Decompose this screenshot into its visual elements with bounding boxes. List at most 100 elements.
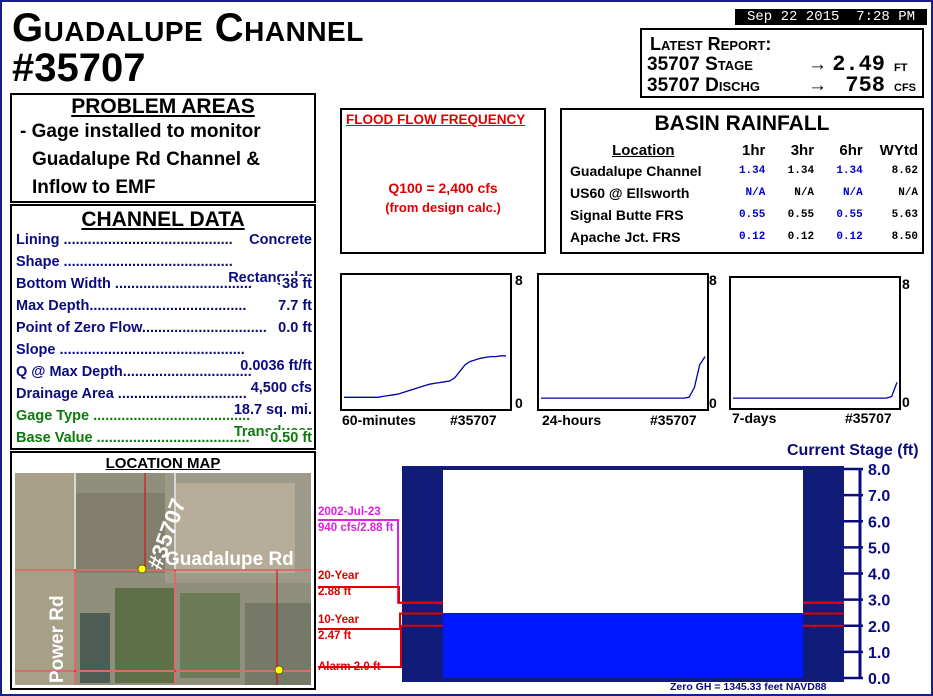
flood-frequency-panel: FLOOD FLOW FREQUENCY Q100 = 2,400 cfs (f… <box>340 108 546 254</box>
channel-data-panel: CHANNEL DATA Lining ....................… <box>10 204 316 450</box>
col-6hr: 6hr <box>839 141 863 159</box>
chart-24-y-top: 8 <box>709 272 717 288</box>
table-row: Apache Jct. FRS 0.12 0.12 0.12 8.50 <box>566 226 922 248</box>
rain-location: US60 @ Ellsworth <box>570 185 690 201</box>
annotation-20yr-title: 20-Year <box>318 570 359 582</box>
chart-7-y-bottom: 0 <box>902 394 910 410</box>
chart-svg-0 <box>344 355 506 398</box>
zero-gage-height-note: Zero GH = 1345.33 feet NAVD88 <box>670 681 827 693</box>
alarm-marker-icon[interactable] <box>274 665 284 675</box>
chart-60-station: #35707 <box>450 412 497 428</box>
rain-location: Apache Jct. FRS <box>570 229 681 245</box>
channel-row-drainage: Drainage Area ..........................… <box>16 386 312 418</box>
row-label: Lining .................................… <box>16 232 233 248</box>
annotation-leader <box>318 624 443 668</box>
row-value: 4,500 cfs <box>248 380 312 396</box>
col-1hr: 1hr <box>742 141 766 159</box>
stage-tick-label: 2.0 <box>868 619 890 636</box>
current-stage-gauge: 0.01.02.03.04.05.06.07.08.0 <box>318 462 890 687</box>
channel-row-slope: Slope ..................................… <box>16 342 312 374</box>
col-wytd: WYtd <box>879 141 918 159</box>
row-value: 0.0036 ft/ft <box>238 358 312 374</box>
rainfall-table: Location 1hr 3hr 6hr WYtd Guadalupe Chan… <box>566 140 922 248</box>
row-label: Drainage Area ..........................… <box>16 386 247 402</box>
series-line <box>541 356 706 399</box>
stage-annotation-line <box>318 624 844 668</box>
channel-row-zero-flow: Point of Zero Flow......................… <box>16 320 312 336</box>
series-line <box>344 355 506 398</box>
gage-marker-icon[interactable] <box>137 564 147 574</box>
series-line <box>733 382 898 399</box>
row-label: Slope ..................................… <box>16 342 245 358</box>
annotation-record-value: 940 cfs/2.88 ft <box>318 522 394 534</box>
discharge-label: 35707 Dischg <box>647 75 761 96</box>
report-datetime: Sep 22 2015 7:28 PM <box>735 9 927 25</box>
row-label: Shape ..................................… <box>16 254 233 270</box>
stage-value: 2.49 <box>832 52 885 77</box>
q100-value: Q100 = 2,400 cfs <box>388 180 498 196</box>
channel-row-base-value: Base Value .............................… <box>16 430 312 446</box>
current-stage-title: Current Stage (ft) <box>787 442 919 459</box>
row-value: 0.0 ft <box>276 320 312 336</box>
channel-row-lining: Lining .................................… <box>16 232 312 248</box>
map-road-power: Power Rd <box>47 595 68 683</box>
station-id: #35707 <box>12 46 146 90</box>
flood-frequency-heading: FLOOD FLOW FREQUENCY <box>346 112 526 127</box>
problem-areas-panel: PROBLEM AREAS - Gage installed to monito… <box>10 93 316 203</box>
stage-arrow: → <box>808 54 827 75</box>
rain-value: 5.63 <box>891 209 918 221</box>
chart-60-y-bottom: 0 <box>515 395 523 411</box>
stage-tick-label: 3.0 <box>868 593 890 610</box>
water-level-bar <box>443 612 803 678</box>
chart-7-y-top: 8 <box>902 276 910 292</box>
problem-line: Guadalupe Rd Channel & <box>32 149 261 170</box>
latest-report-panel: Latest Report: 35707 Stage → 2.49 FT 357… <box>640 28 924 98</box>
annotation-20yr-value: 2.88 ft <box>318 586 352 598</box>
stage-unit: FT <box>894 62 908 74</box>
location-map-image[interactable]: #35707 Guadalupe Rd Power Rd <box>15 473 311 685</box>
problem-line: Inflow to EMF <box>32 177 156 198</box>
row-value: 18.7 sq. mi. <box>231 402 312 418</box>
rain-value: 0.12 <box>738 231 766 243</box>
row-label: Base Value .............................… <box>16 430 250 446</box>
chart-60-label: 60-minutes <box>342 412 416 428</box>
chart-7-days <box>729 276 901 410</box>
chart-7-label: 7-days <box>732 410 777 426</box>
stage-tick-label: 8.0 <box>868 462 890 479</box>
location-map-panel: LOCATION MAP <box>10 451 316 690</box>
rain-value: 1.34 <box>787 165 815 177</box>
rain-location: Signal Butte FRS <box>570 207 684 223</box>
table-row: US60 @ Ellsworth N/A N/A N/A N/A <box>566 182 922 204</box>
rain-value: N/A <box>794 187 815 199</box>
basin-rainfall-panel: BASIN RAINFALL Location 1hr 3hr 6hr WYtd… <box>560 108 924 254</box>
map-road-guadalupe: Guadalupe Rd <box>165 549 294 570</box>
chart-svg-1 <box>541 356 706 399</box>
chart-60-y-top: 8 <box>515 272 523 288</box>
rain-value: N/A <box>898 187 918 199</box>
discharge-arrow: → <box>808 75 827 96</box>
stage-tick-label: 6.0 <box>868 514 890 531</box>
rain-value: 0.55 <box>738 209 766 221</box>
channel-data-heading: CHANNEL DATA <box>81 208 245 231</box>
channel-row-q-max: Q @ Max Depth...........................… <box>16 364 312 396</box>
rain-value: 8.62 <box>891 165 918 177</box>
col-location: Location <box>612 141 675 159</box>
stage-annotation-line <box>318 586 844 604</box>
channel-row-max-depth: Max Depth...............................… <box>16 298 312 314</box>
chart-24-hours <box>537 273 709 411</box>
row-label: Point of Zero Flow......................… <box>16 320 267 336</box>
stage-tick-label: 4.0 <box>868 567 890 584</box>
q100-source: (from design calc.) <box>385 200 501 215</box>
map-svg: #35707 Guadalupe Rd Power Rd <box>15 473 311 685</box>
stage-annotation-line <box>318 612 844 630</box>
stage-tick-label: 5.0 <box>868 540 890 557</box>
rain-value: 0.12 <box>836 231 863 243</box>
stage-tick-label: 0.0 <box>868 671 890 687</box>
stage-tick-label: 7.0 <box>868 488 890 505</box>
annotation-alarm: Alarm 2.0 ft <box>318 661 381 673</box>
annotation-10yr-value: 2.47 ft <box>318 630 352 642</box>
discharge-unit: CFS <box>894 82 916 94</box>
annotation-10yr-title: 10-Year <box>318 614 359 626</box>
location-map-heading: LOCATION MAP <box>105 455 221 472</box>
